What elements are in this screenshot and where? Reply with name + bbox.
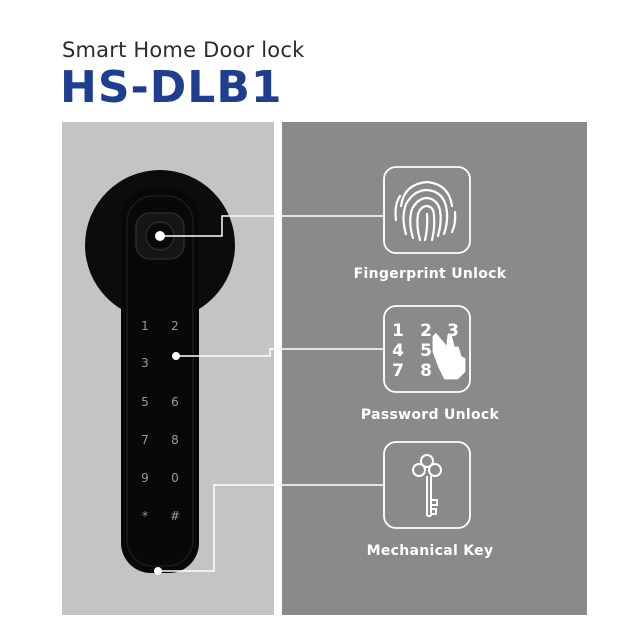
lock-key: # bbox=[169, 509, 181, 523]
fingerprint-icon bbox=[394, 180, 457, 242]
pad-digit: 4 bbox=[392, 341, 404, 361]
lock-key: * bbox=[142, 509, 148, 523]
lock-key: 6 bbox=[171, 395, 179, 409]
lock-handle-inner bbox=[126, 195, 194, 567]
lock-key: 1 bbox=[141, 319, 149, 333]
lock-key: 8 bbox=[171, 433, 179, 447]
lock-key: 7 bbox=[141, 433, 149, 447]
pad-digit: 1 bbox=[392, 321, 404, 341]
pad-digit: 3 bbox=[447, 321, 459, 341]
lock-handle bbox=[121, 188, 199, 573]
password-unlock-label: Password Unlock bbox=[360, 407, 500, 423]
password-box bbox=[383, 305, 471, 393]
key-box bbox=[383, 441, 471, 529]
fingerprint-box bbox=[383, 166, 471, 254]
pad-digit: 5 bbox=[420, 341, 432, 361]
pad-digit: 2 bbox=[420, 321, 432, 341]
lock-key: 5 bbox=[141, 395, 149, 409]
pad-digit: 8 bbox=[420, 361, 432, 381]
model-title: HS-DLB1 bbox=[60, 62, 283, 113]
features-panel bbox=[282, 122, 587, 615]
product-subtitle: Smart Home Door lock bbox=[62, 38, 305, 62]
lock-key: 2 bbox=[171, 319, 179, 333]
connector-lines bbox=[158, 215, 384, 572]
key-icon bbox=[412, 454, 442, 517]
lock-key: 3 bbox=[141, 356, 149, 370]
lock-key: 9 bbox=[141, 471, 149, 485]
pad-digit: 7 bbox=[392, 361, 404, 381]
lock-key: 0 bbox=[171, 471, 179, 485]
fingerprint-unlock-label: Fingerprint Unlock bbox=[353, 266, 507, 282]
mechanical-key-label: Mechanical Key bbox=[366, 543, 494, 559]
keypad-hand-icon bbox=[431, 331, 467, 381]
pad-digit: 9 bbox=[447, 361, 459, 381]
